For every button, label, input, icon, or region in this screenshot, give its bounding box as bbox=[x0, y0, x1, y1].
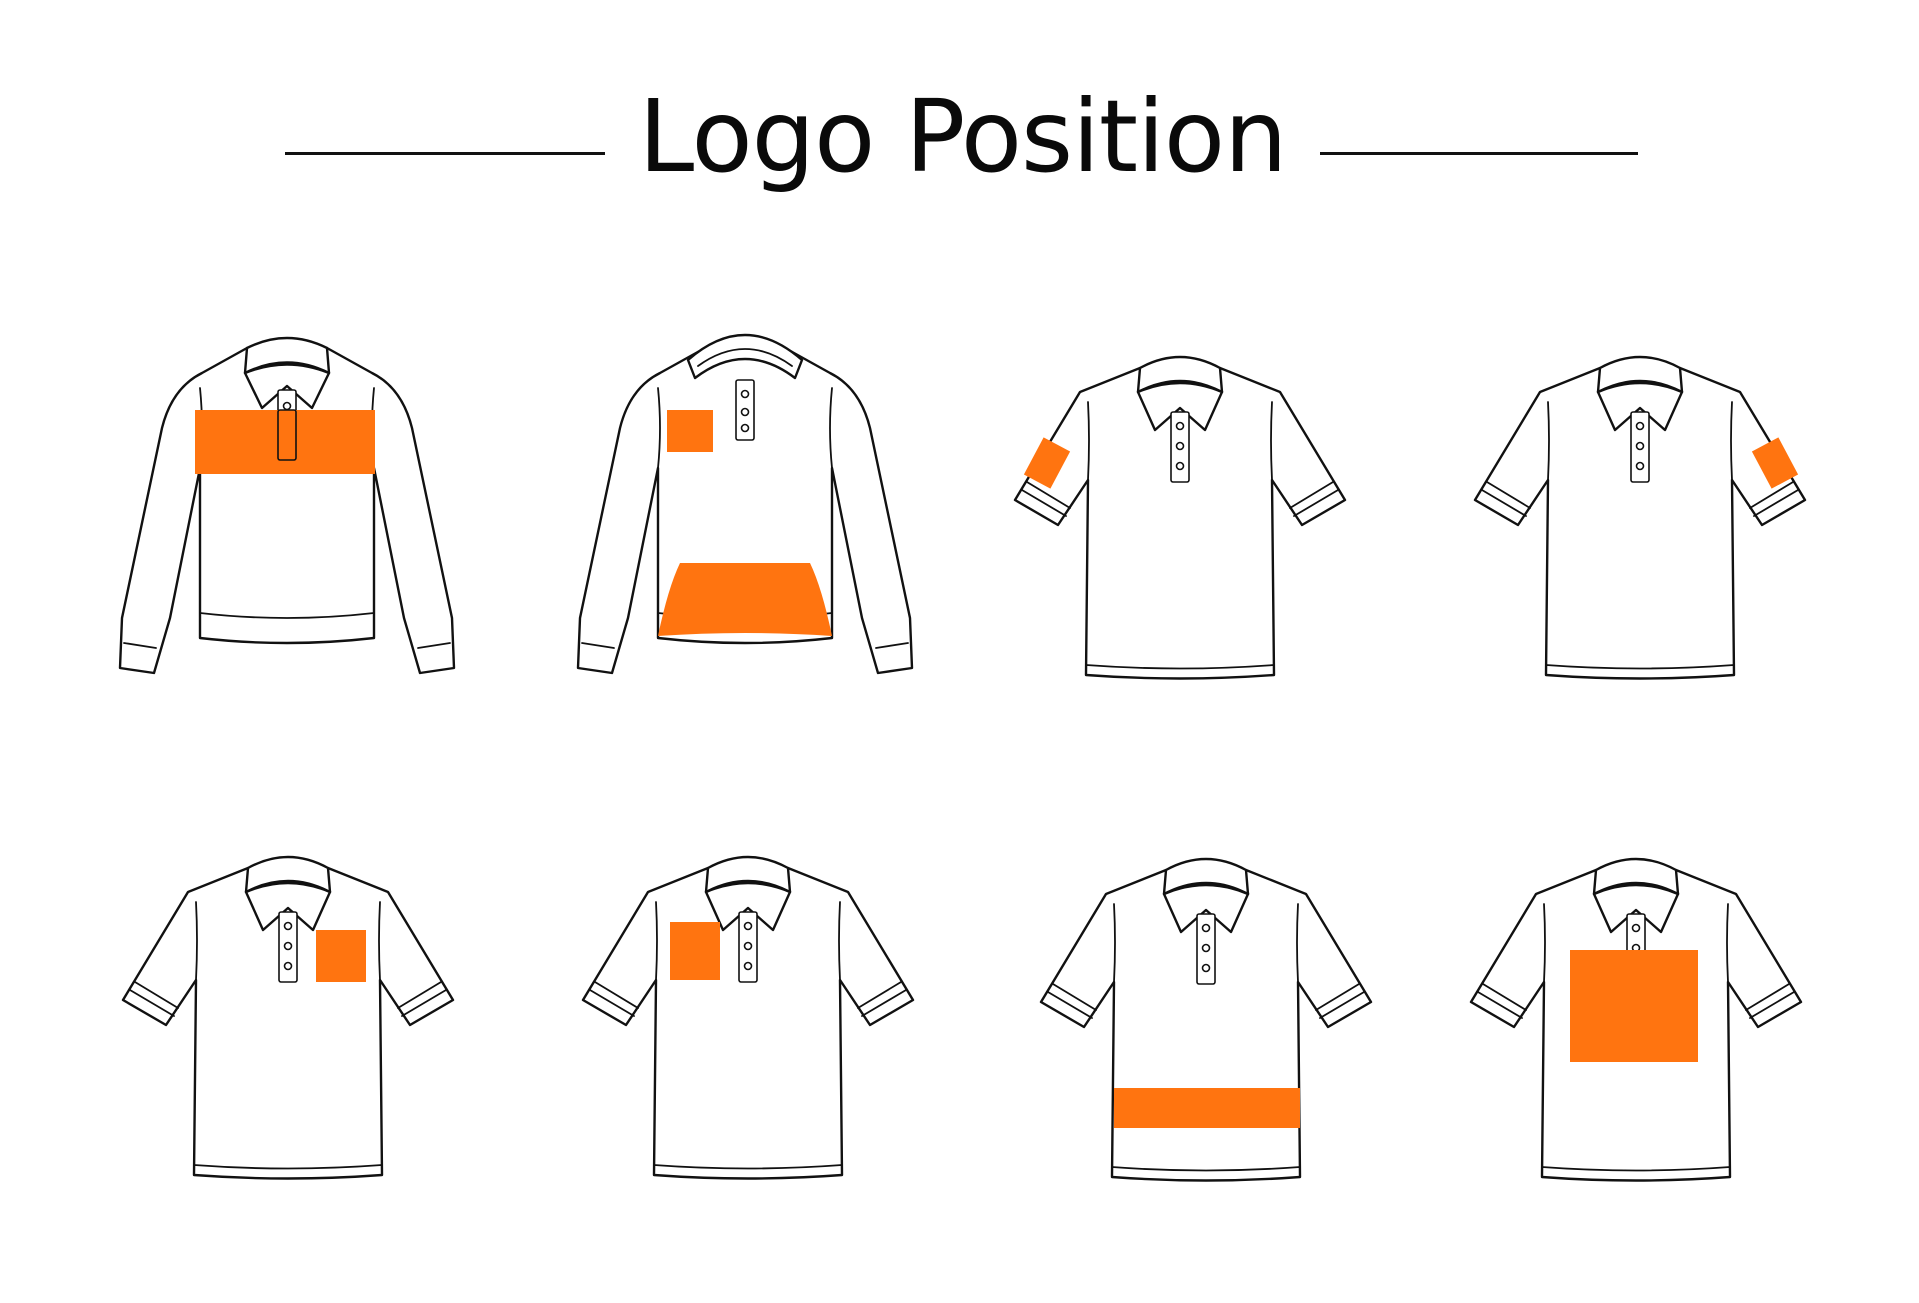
garment-polo-right-chest bbox=[581, 855, 915, 1180]
garment-hoodie bbox=[576, 333, 914, 675]
garment-polo-lower-band bbox=[1039, 857, 1373, 1182]
logo-area-left-chest bbox=[667, 410, 713, 452]
garment-polo-left-sleeve bbox=[1473, 355, 1807, 680]
logo-area-right-chest bbox=[670, 922, 720, 980]
logo-area-sleeve-left bbox=[1751, 437, 1799, 489]
title-rule-left bbox=[285, 152, 605, 155]
title-row: Logo Position bbox=[0, 82, 1919, 192]
garment-polo-left-chest bbox=[121, 855, 455, 1180]
logo-area-left-chest bbox=[316, 930, 366, 982]
logo-area-center-front bbox=[1570, 950, 1698, 1062]
page-title: Logo Position bbox=[638, 78, 1288, 195]
logo-area-lower-band bbox=[1114, 1088, 1300, 1128]
title-rule-right bbox=[1320, 152, 1638, 155]
garment-polo-right-sleeve bbox=[1013, 355, 1347, 680]
logo-area-chest-band bbox=[195, 410, 375, 474]
garment-long-sleeve-polo bbox=[118, 336, 456, 675]
garment-polo-center-front bbox=[1469, 857, 1803, 1182]
logo-area-kangaroo-pocket bbox=[658, 563, 832, 636]
logo-area-sleeve-right bbox=[1023, 437, 1071, 489]
